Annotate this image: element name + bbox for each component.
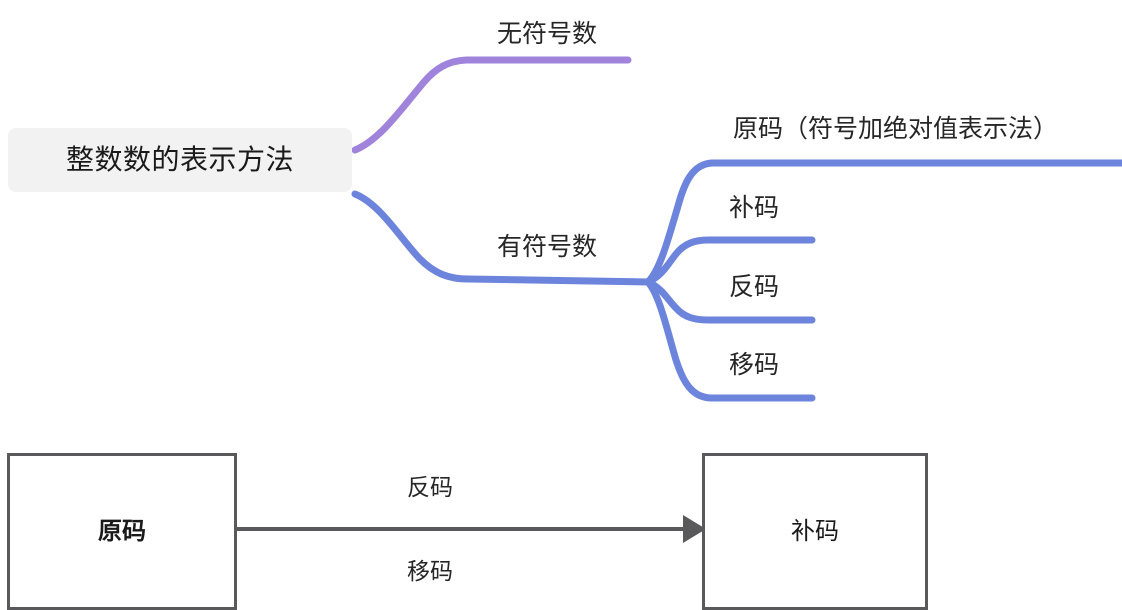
branch-label-ones-complement[interactable]: 反码 xyxy=(729,273,780,301)
flow-arrow-head xyxy=(683,515,706,543)
root-node[interactable]: 整数数的表示方法 xyxy=(8,128,352,192)
branch-label-unsigned[interactable]: 无符号数 xyxy=(497,20,598,48)
flow-box-source-label: 原码 xyxy=(98,517,146,545)
flow-box-target[interactable]: 补码 xyxy=(702,453,928,610)
branch-line-complement xyxy=(644,236,816,286)
flow-box-target-label: 补码 xyxy=(791,517,839,545)
root-node-label: 整数数的表示方法 xyxy=(65,144,294,175)
branch-label-true-form[interactable]: 原码（符号加绝对值表示法） xyxy=(733,115,1059,143)
branch-line-shifted xyxy=(644,278,816,402)
flow-edge-label-bottom: 移码 xyxy=(407,558,453,584)
branch-line-ones-complement xyxy=(644,278,816,324)
flow-box-source[interactable]: 原码 xyxy=(7,453,237,610)
branch-label-signed[interactable]: 有符号数 xyxy=(497,233,598,261)
branch-label-shifted[interactable]: 移码 xyxy=(729,351,780,379)
branch-line-true-form xyxy=(644,159,1122,286)
branch-line-signed xyxy=(351,190,652,286)
branch-line-unsigned xyxy=(351,56,632,154)
flow-edge-label-top: 反码 xyxy=(407,474,453,500)
branch-label-complement[interactable]: 补码 xyxy=(729,194,780,222)
